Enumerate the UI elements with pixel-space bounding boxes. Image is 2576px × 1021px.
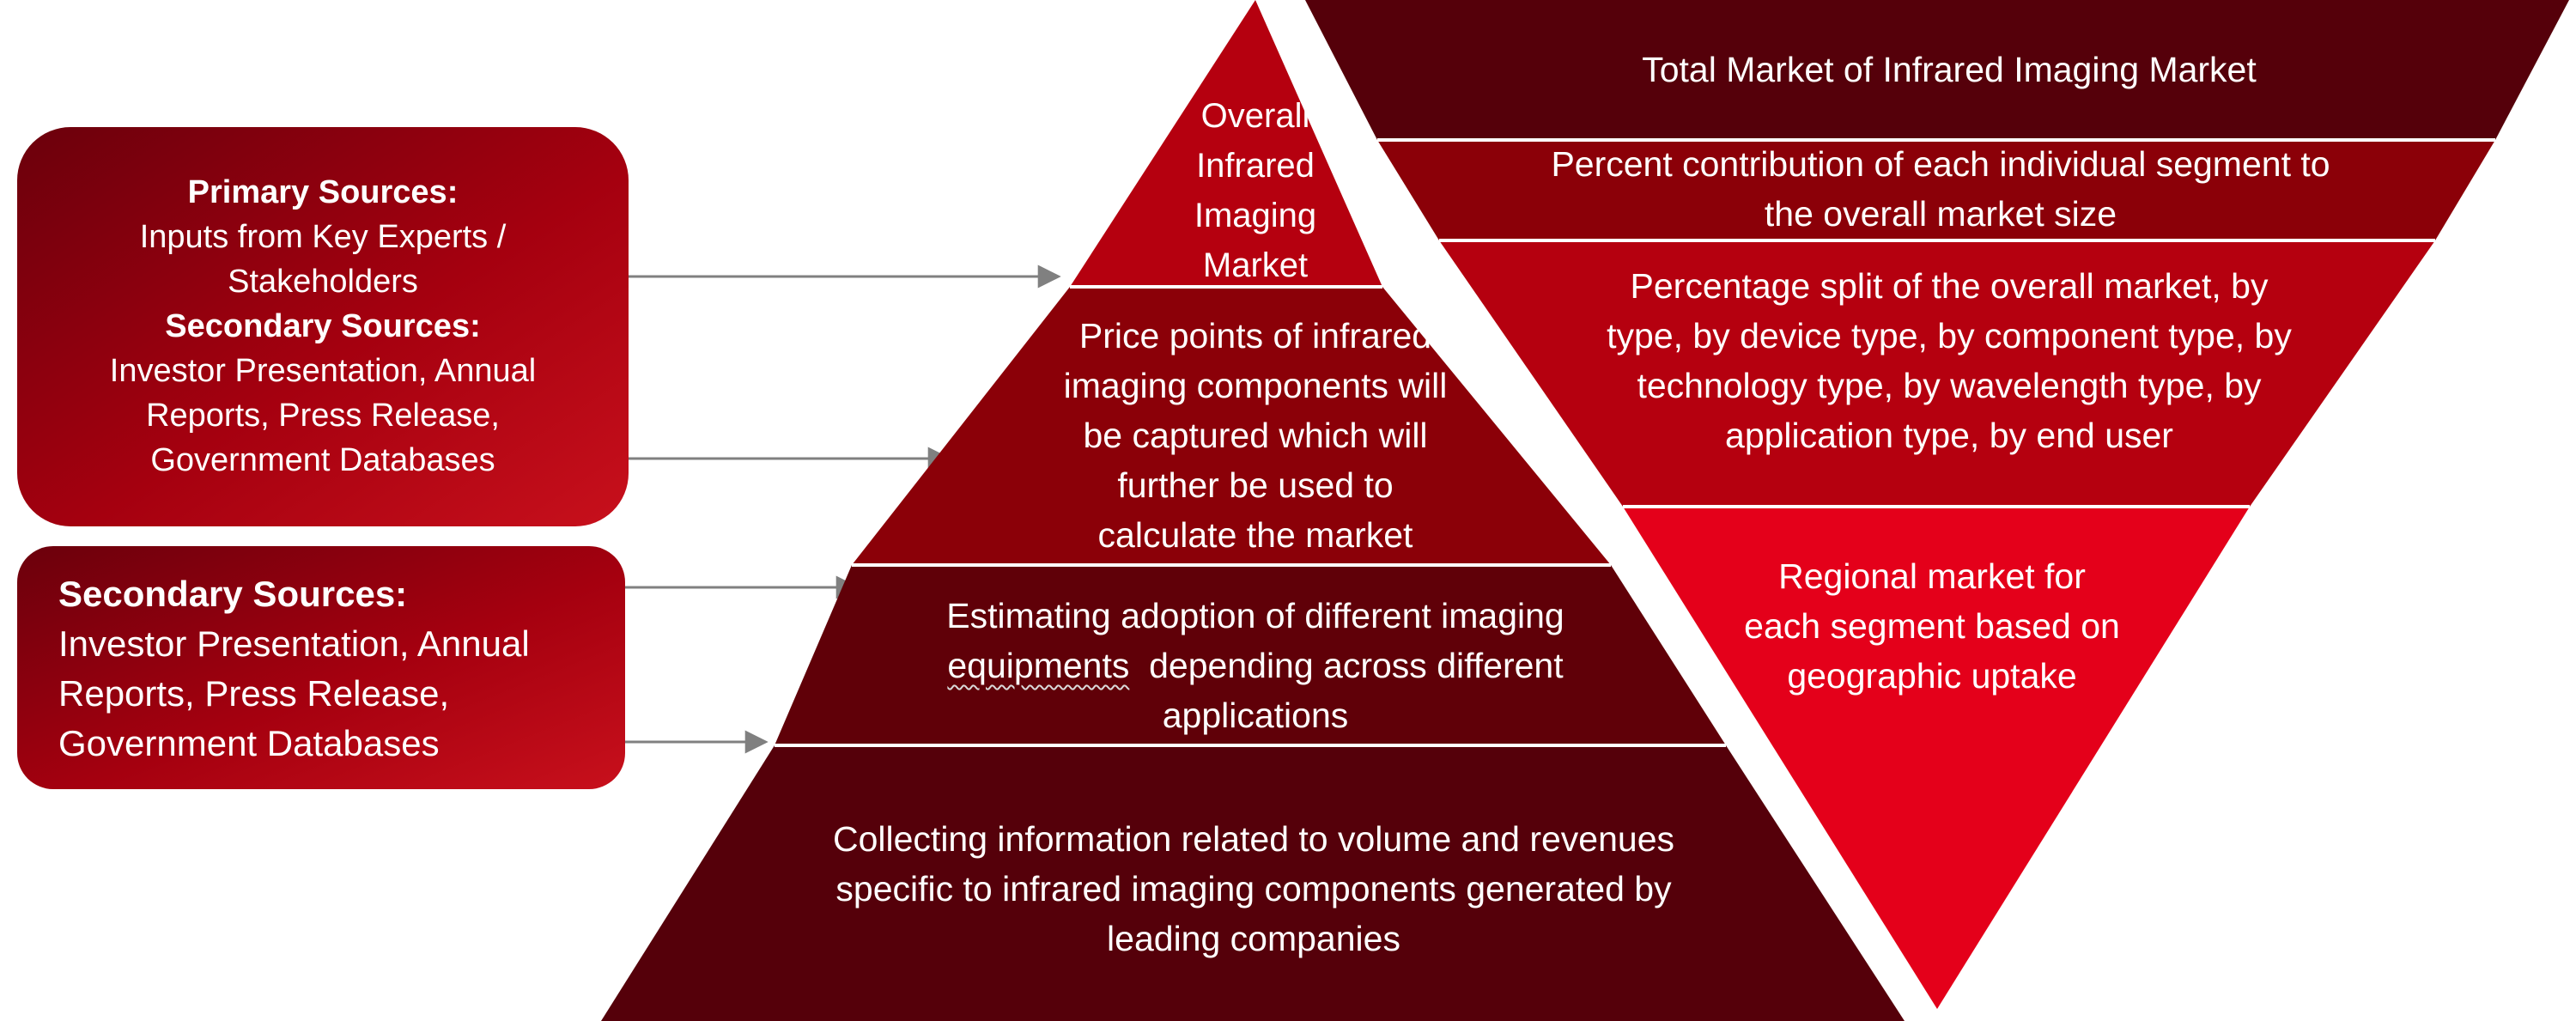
pyramid-tier-4-line: Collecting information related to volume… bbox=[833, 819, 1674, 859]
inverted-tier-3 bbox=[1439, 240, 2435, 507]
primary-sources-box bbox=[17, 127, 629, 526]
secondary-sources-line: Investor Presentation, Annual bbox=[109, 353, 537, 389]
pyramid-tier-2-line: be captured which will bbox=[1083, 416, 1428, 455]
secondary-box-line: Investor Presentation, Annual bbox=[58, 623, 530, 664]
inverted-tier-1 bbox=[1305, 0, 2569, 140]
inverted-tier-1-text: Total Market of Infrared Imaging Market bbox=[1425, 45, 2473, 94]
secondary-box-line: Reports, Press Release, bbox=[58, 673, 450, 714]
inverted-tier-1-line: Total Market of Infrared Imaging Market bbox=[1642, 50, 2257, 89]
pyramid-tier-1 bbox=[1070, 0, 1382, 287]
inverted-tier-3-line: Percentage split of the overall market, … bbox=[1630, 266, 2269, 306]
pyramid-tier-1-line: Market bbox=[1202, 246, 1309, 284]
pyramid-tier-4 bbox=[601, 745, 1905, 1021]
inverted-tier-2 bbox=[1377, 140, 2495, 240]
inverted-tier-4-line: geographic uptake bbox=[1787, 656, 2077, 696]
pyramid-tier-3-line: equipments depending across different bbox=[860, 641, 1650, 690]
inverted-tier-3-line: application type, by end user bbox=[1725, 416, 2173, 455]
inverted-tier-3-text: Percentage split of the overall market, … bbox=[1477, 261, 2421, 460]
pyramid-tier-4-text: Collecting information related to volume… bbox=[721, 814, 1786, 963]
secondary-sources-text: Secondary Sources: Investor Presentation… bbox=[58, 569, 617, 769]
primary-sources-line: Stakeholders bbox=[228, 264, 418, 300]
pyramid-tier-3-text: Estimating adoption of different imaging… bbox=[860, 591, 1650, 740]
inverted-tier-4-line: Regional market for bbox=[1778, 556, 2086, 596]
pyramid-tier-4-line: leading companies bbox=[1107, 919, 1400, 958]
pyramid-tier-3 bbox=[775, 565, 1726, 745]
pyramid-tier-2-line: Price points of infrared bbox=[1078, 316, 1432, 356]
inverted-tier-4 bbox=[1623, 507, 2250, 1009]
primary-sources-line: Inputs from Key Experts / bbox=[139, 219, 507, 255]
pyramid-tier-2-line: calculate the market bbox=[1097, 515, 1413, 555]
inverted-tier-2-line: the overall market size bbox=[1764, 194, 2117, 234]
secondary-sources-line: Reports, Press Release, bbox=[146, 398, 500, 434]
pyramid-tier-3-line: Estimating adoption of different imaging bbox=[946, 596, 1564, 635]
secondary-sources-title: Secondary Sources: bbox=[165, 308, 481, 344]
pyramid-tier-2-line: further be used to bbox=[1117, 465, 1394, 505]
inverted-tier-3-line: type, by device type, by component type,… bbox=[1607, 316, 2292, 356]
inverted-tier-3-line: technology type, by wavelength type, by bbox=[1637, 366, 2262, 405]
inverted-tier-4-text: Regional market for each segment based o… bbox=[1717, 551, 2147, 701]
pyramid-tier-1-text: Overall Infrared Imaging Market bbox=[1101, 91, 1410, 290]
primary-sources-title: Primary Sources: bbox=[187, 174, 459, 210]
pyramid-tier-1-line: Imaging bbox=[1194, 197, 1317, 234]
pyramid-tier-2-text: Price points of infrared imaging compone… bbox=[998, 311, 1513, 560]
inverted-tier-2-line: Percent contribution of each individual … bbox=[1551, 144, 2330, 184]
pyramid-tier-3-rest: depending across different bbox=[1129, 646, 1564, 685]
pyramid-tier-3-underlined-word: equipments bbox=[947, 646, 1130, 685]
pyramid-tier-2 bbox=[852, 287, 1611, 565]
inverted-tier-2-text: Percent contribution of each individual … bbox=[1443, 139, 2439, 239]
secondary-box-title: Secondary Sources: bbox=[58, 574, 408, 614]
pyramid-tier-2-line: imaging components will bbox=[1063, 366, 1448, 405]
pyramid-tier-1-line: Overall bbox=[1200, 97, 1310, 135]
secondary-sources-line: Government Databases bbox=[150, 442, 495, 478]
primary-sources-text: Primary Sources: Inputs from Key Experts… bbox=[17, 170, 629, 483]
pyramid-tier-1-line: Infrared bbox=[1196, 147, 1315, 185]
secondary-sources-box bbox=[17, 546, 625, 789]
pyramid-tier-3-line: applications bbox=[1162, 696, 1349, 735]
secondary-box-line: Government Databases bbox=[58, 723, 440, 763]
pyramid-tier-4-line: specific to infrared imaging components … bbox=[835, 869, 1672, 909]
inverted-tier-4-line: each segment based on bbox=[1744, 606, 2120, 646]
